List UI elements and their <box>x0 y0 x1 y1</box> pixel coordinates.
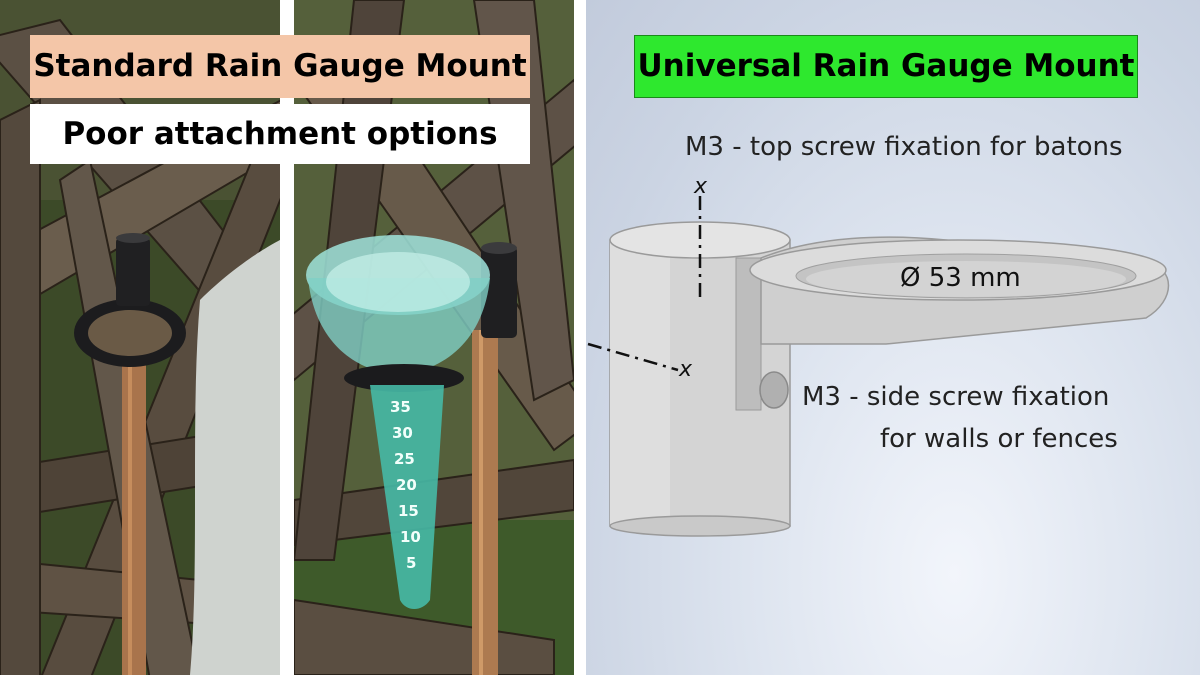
scale-mark: 10 <box>400 528 421 546</box>
side-screw-note-line2: for walls or fences <box>880 424 1118 454</box>
photo-gauge-mounted-image: 35 30 25 20 15 10 5 <box>294 0 574 675</box>
top-axis-label: x <box>694 174 708 199</box>
top-screw-note: M3 - top screw fixation for batons <box>685 132 1123 162</box>
standard-mount-title: Standard Rain Gauge Mount <box>30 35 530 98</box>
gauge-scale: 35 30 25 20 15 10 5 <box>390 398 421 572</box>
scale-mark: 35 <box>390 398 411 416</box>
side-screw-note-line1: M3 - side screw fixation <box>802 382 1110 412</box>
ring-diameter-label: Ø 53 mm <box>900 263 1021 293</box>
universal-mount-title: Universal Rain Gauge Mount <box>634 35 1138 98</box>
scale-mark: 5 <box>406 554 416 572</box>
scale-mark: 25 <box>394 450 415 468</box>
photo-standard-mount <box>0 0 280 675</box>
photo-standard-mount-image <box>0 0 280 675</box>
photo-gauge-mounted: 35 30 25 20 15 10 5 <box>294 0 574 675</box>
scale-mark: 15 <box>398 502 419 520</box>
side-axis-label: x <box>679 357 693 382</box>
universal-mount-render <box>587 196 1170 537</box>
poor-attachment-caption: Poor attachment options <box>30 104 530 164</box>
scale-mark: 20 <box>396 476 417 494</box>
scale-mark: 30 <box>392 424 413 442</box>
cad-render-panel <box>586 0 1200 675</box>
